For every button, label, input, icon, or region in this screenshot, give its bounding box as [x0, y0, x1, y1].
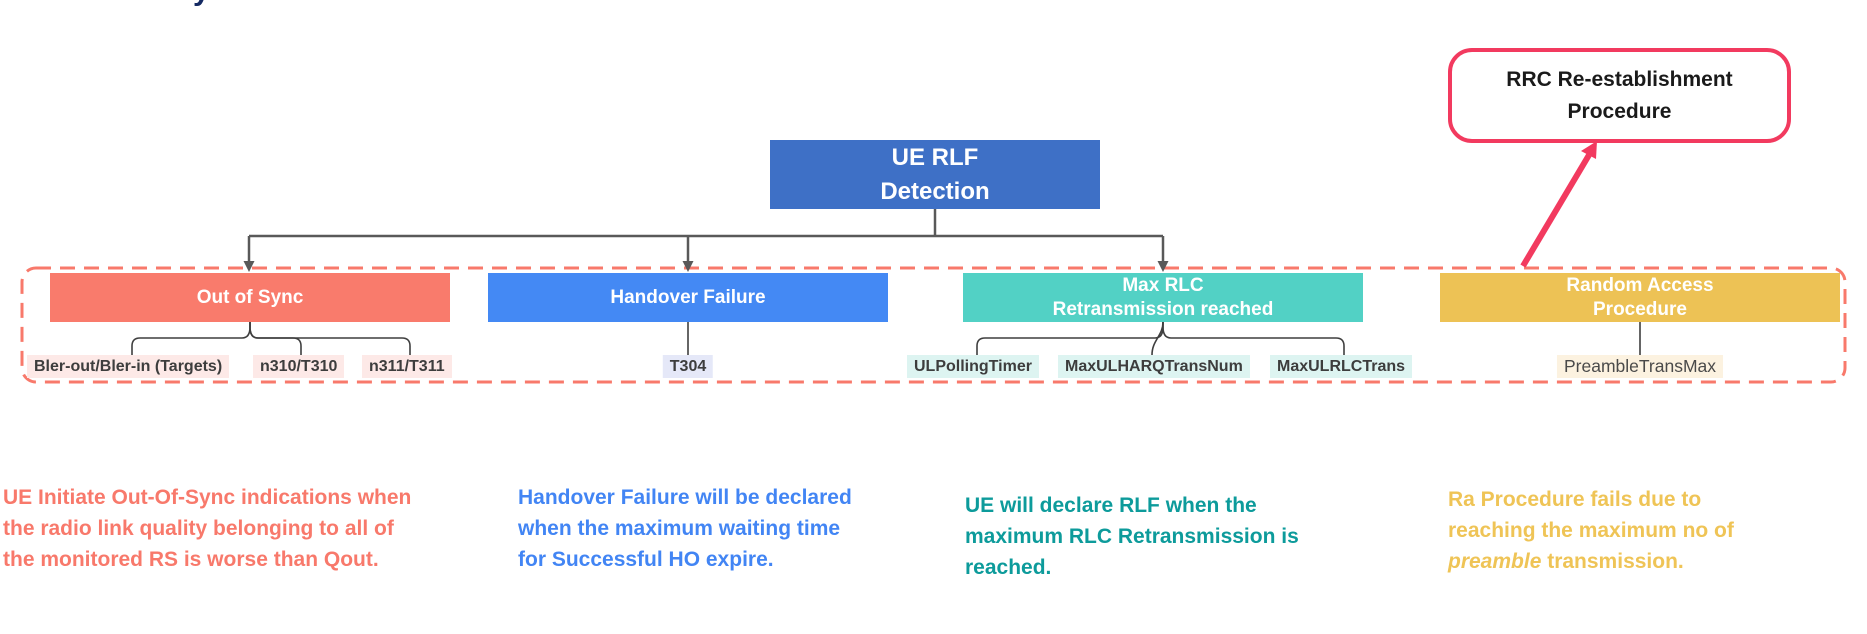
- node-handover-failure-label: Handover Failure: [610, 286, 766, 308]
- leaf-n311-t311: n311/T311: [362, 355, 452, 378]
- leaf-n310-t310: n310/T310: [253, 355, 345, 378]
- bracket-n310: [249, 322, 302, 355]
- node-random-access-label: Random Access Procedure: [1566, 274, 1714, 320]
- leaf-t304: T304: [662, 355, 714, 378]
- node-ue-rlf-detection-label: UE RLF Detection: [880, 143, 990, 205]
- node-max-rlc-retransmission: Max RLC Retransmission reached: [963, 273, 1363, 322]
- node-handover-failure: Handover Failure: [488, 273, 888, 322]
- node-max-rlc-label: Max RLC Retransmission reached: [1052, 274, 1274, 320]
- rrc-arrow-shaft: [1520, 153, 1592, 268]
- node-out-of-sync: Out of Sync: [50, 273, 450, 322]
- arrowhead-max-rlc: [1157, 261, 1169, 272]
- leaf-maxulrlctrans: MaxULRLCTrans: [1270, 355, 1413, 378]
- rrc-arrowhead: [1581, 141, 1597, 159]
- node-random-access: Random Access Procedure: [1440, 273, 1840, 322]
- leaf-preambletransmax: PreambleTransMax: [1556, 355, 1724, 378]
- leaf-bler-out-bler-in: Bler-out/Bler-in (Targets): [27, 355, 230, 378]
- bracket-harq: [1151, 321, 1164, 356]
- clipped-title-fragment: y: [193, 0, 223, 7]
- bracket-ulpolling: [976, 322, 1164, 355]
- bracket-rlctrans: [1162, 322, 1345, 355]
- callout-rrc-reestablishment: RRC Re-establishment Procedure: [1448, 48, 1791, 143]
- bracket-bler: [131, 322, 251, 355]
- note-out-of-sync: UE Initiate Out-Of-Sync indications when…: [3, 486, 412, 571]
- arrowhead-handover: [682, 261, 694, 272]
- node-ue-rlf-detection: UE RLF Detection: [770, 140, 1100, 209]
- callout-rrc-label: RRC Re-establishment Procedure: [1506, 68, 1733, 123]
- leaf-maxulharqtransnum: MaxULHARQTransNum: [1058, 355, 1250, 378]
- arrowhead-out-of-sync: [243, 261, 255, 272]
- bracket-n311: [249, 322, 411, 355]
- leaf-ulpollingtimer: ULPollingTimer: [907, 355, 1039, 378]
- node-out-of-sync-label: Out of Sync: [196, 286, 304, 308]
